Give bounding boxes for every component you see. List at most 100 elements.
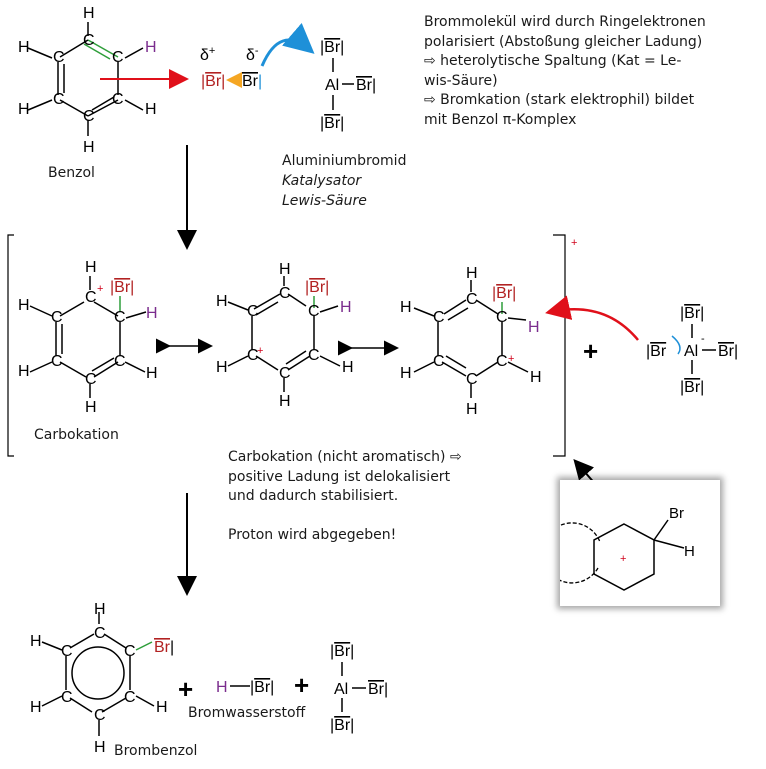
delocalized-carbocation-inset: Br H + bbox=[541, 480, 720, 606]
atom-c: C bbox=[112, 91, 124, 108]
atom-br: |Br| bbox=[320, 115, 344, 132]
atom-c: C bbox=[51, 353, 63, 370]
atom-h: H bbox=[216, 293, 228, 310]
atom-c: C bbox=[247, 303, 259, 320]
positive-charge: + bbox=[620, 553, 626, 565]
atom-br: |Br| bbox=[250, 679, 274, 696]
plus-sign: + bbox=[583, 336, 598, 366]
atom-h: H bbox=[83, 139, 95, 156]
atom-c: C bbox=[53, 91, 65, 108]
brombenzene-molecule: H C C Br| C C C C H H H H bbox=[30, 601, 174, 756]
atom-al: Al bbox=[684, 343, 698, 360]
atom-h: H bbox=[156, 699, 168, 716]
catalyst-name: Aluminiumbromid bbox=[282, 153, 407, 169]
atom-c: C bbox=[124, 643, 136, 660]
bracket-right bbox=[553, 234, 566, 457]
atom-br: |Br| bbox=[680, 379, 704, 396]
atom-h: H bbox=[30, 633, 42, 650]
electron-transfer-arrow-blue bbox=[260, 22, 315, 67]
benzol-label: Benzol bbox=[48, 165, 95, 181]
atom-h: H bbox=[684, 543, 695, 560]
atom-c: C bbox=[466, 371, 478, 388]
middle-explanation: Carbokation (nicht aromatisch) ⇨ positiv… bbox=[228, 448, 462, 545]
atom-h: H bbox=[466, 265, 478, 282]
atom-c: C bbox=[114, 353, 126, 370]
atom-c: C bbox=[61, 689, 73, 706]
atom-h: H bbox=[400, 299, 412, 316]
atom-br: |Br| bbox=[320, 39, 344, 56]
atom-h: H bbox=[145, 101, 157, 118]
atom-br-highlight: |Br| bbox=[492, 285, 516, 302]
atom-h: H bbox=[94, 739, 106, 756]
atom-h-highlight: H bbox=[528, 319, 540, 336]
atom-c: C bbox=[279, 285, 291, 302]
brombenzol-label: Brombenzol bbox=[114, 743, 198, 759]
positive-charge: + bbox=[508, 353, 514, 365]
atom-br: Br bbox=[669, 505, 684, 522]
explanation-line: polarisiert (Abstoßung gleicher Ladung) bbox=[424, 33, 703, 50]
plus-sign: + bbox=[294, 670, 309, 700]
atom-h: H bbox=[216, 359, 228, 376]
atom-h-highlight: H bbox=[216, 679, 228, 696]
deprotonation-arrow-red bbox=[545, 295, 639, 341]
positive-charge: + bbox=[257, 345, 263, 357]
bracket-left bbox=[7, 234, 14, 457]
catalyst-role: Katalysator bbox=[282, 173, 362, 189]
explanation-line: Carbokation (nicht aromatisch) ⇨ bbox=[228, 449, 462, 465]
atom-c: C bbox=[433, 309, 445, 326]
delocalized-ring: Br H + bbox=[541, 505, 695, 591]
explanation-line: wis-Säure) bbox=[424, 72, 498, 89]
tetrabromoaluminate-ion: |Br| |Br Al - Br| |Br| bbox=[646, 305, 738, 396]
delta-plus-label: δ+ bbox=[200, 45, 215, 64]
atom-c: C bbox=[308, 303, 320, 320]
atom-c: C bbox=[83, 108, 95, 125]
carbocation-structure-2: H C |Br| C H C C + C C H H H H bbox=[216, 261, 354, 410]
explanation-line: ⇨ Bromkation (stark elektrophil) bildet bbox=[424, 92, 695, 108]
atom-h-highlight: H bbox=[340, 299, 352, 316]
atom-c: C bbox=[94, 707, 106, 724]
atom-h-highlight: H bbox=[145, 39, 157, 56]
explanation-line: Brommolekül wird durch Ringelektronen bbox=[424, 14, 706, 30]
delta-minus-label: δ- bbox=[246, 45, 259, 64]
bracket-charge: + bbox=[571, 237, 577, 249]
atom-h-highlight: H bbox=[146, 305, 158, 322]
atom-br: |Br| bbox=[330, 717, 354, 734]
atom-h: H bbox=[94, 601, 106, 618]
atom-h: H bbox=[146, 365, 158, 382]
atom-h: H bbox=[30, 699, 42, 716]
atom-c: C bbox=[279, 365, 291, 382]
atom-br-highlight: |Br| bbox=[110, 279, 134, 296]
atom-c: C bbox=[496, 309, 508, 326]
atom-c: C bbox=[53, 49, 65, 66]
atom-br: Br| bbox=[718, 343, 738, 360]
atom-h: H bbox=[18, 39, 30, 56]
atom-c: C bbox=[112, 49, 124, 66]
atom-c: C bbox=[433, 353, 445, 370]
atom-br-negative: Br| bbox=[242, 73, 262, 90]
explanation-line: mit Benzol π-Komplex bbox=[424, 111, 577, 128]
top-explanation: Brommolekül wird durch Ringelektronen po… bbox=[424, 13, 706, 130]
atom-c: C bbox=[85, 289, 97, 306]
atom-c: C bbox=[51, 309, 63, 326]
atom-br: |Br bbox=[646, 343, 667, 360]
atom-h: H bbox=[530, 369, 542, 386]
atom-br: |Br| bbox=[680, 305, 704, 322]
atom-h: H bbox=[85, 259, 97, 276]
atom-h: H bbox=[466, 401, 478, 418]
atom-c: C bbox=[247, 347, 259, 364]
atom-c: C bbox=[466, 291, 478, 308]
atom-h: H bbox=[83, 5, 95, 22]
atom-h: H bbox=[18, 363, 30, 380]
aluminium-bromide-bottom: |Br| Al Br| |Br| bbox=[330, 643, 388, 734]
atom-al: Al bbox=[325, 77, 339, 94]
atom-c: C bbox=[61, 643, 73, 660]
hydrogen-bromide: H |Br| bbox=[216, 679, 274, 696]
atom-c: C bbox=[308, 347, 320, 364]
explanation-line: ⇨ heterolytische Spaltung (Kat = Le- bbox=[424, 53, 682, 69]
carbocation-structure-1: H C + |Br| C H C C C C H H H H bbox=[18, 259, 158, 416]
positive-charge: + bbox=[97, 283, 103, 295]
plus-sign: + bbox=[178, 674, 193, 704]
atom-h: H bbox=[85, 399, 97, 416]
atom-br: Br| bbox=[356, 77, 376, 94]
